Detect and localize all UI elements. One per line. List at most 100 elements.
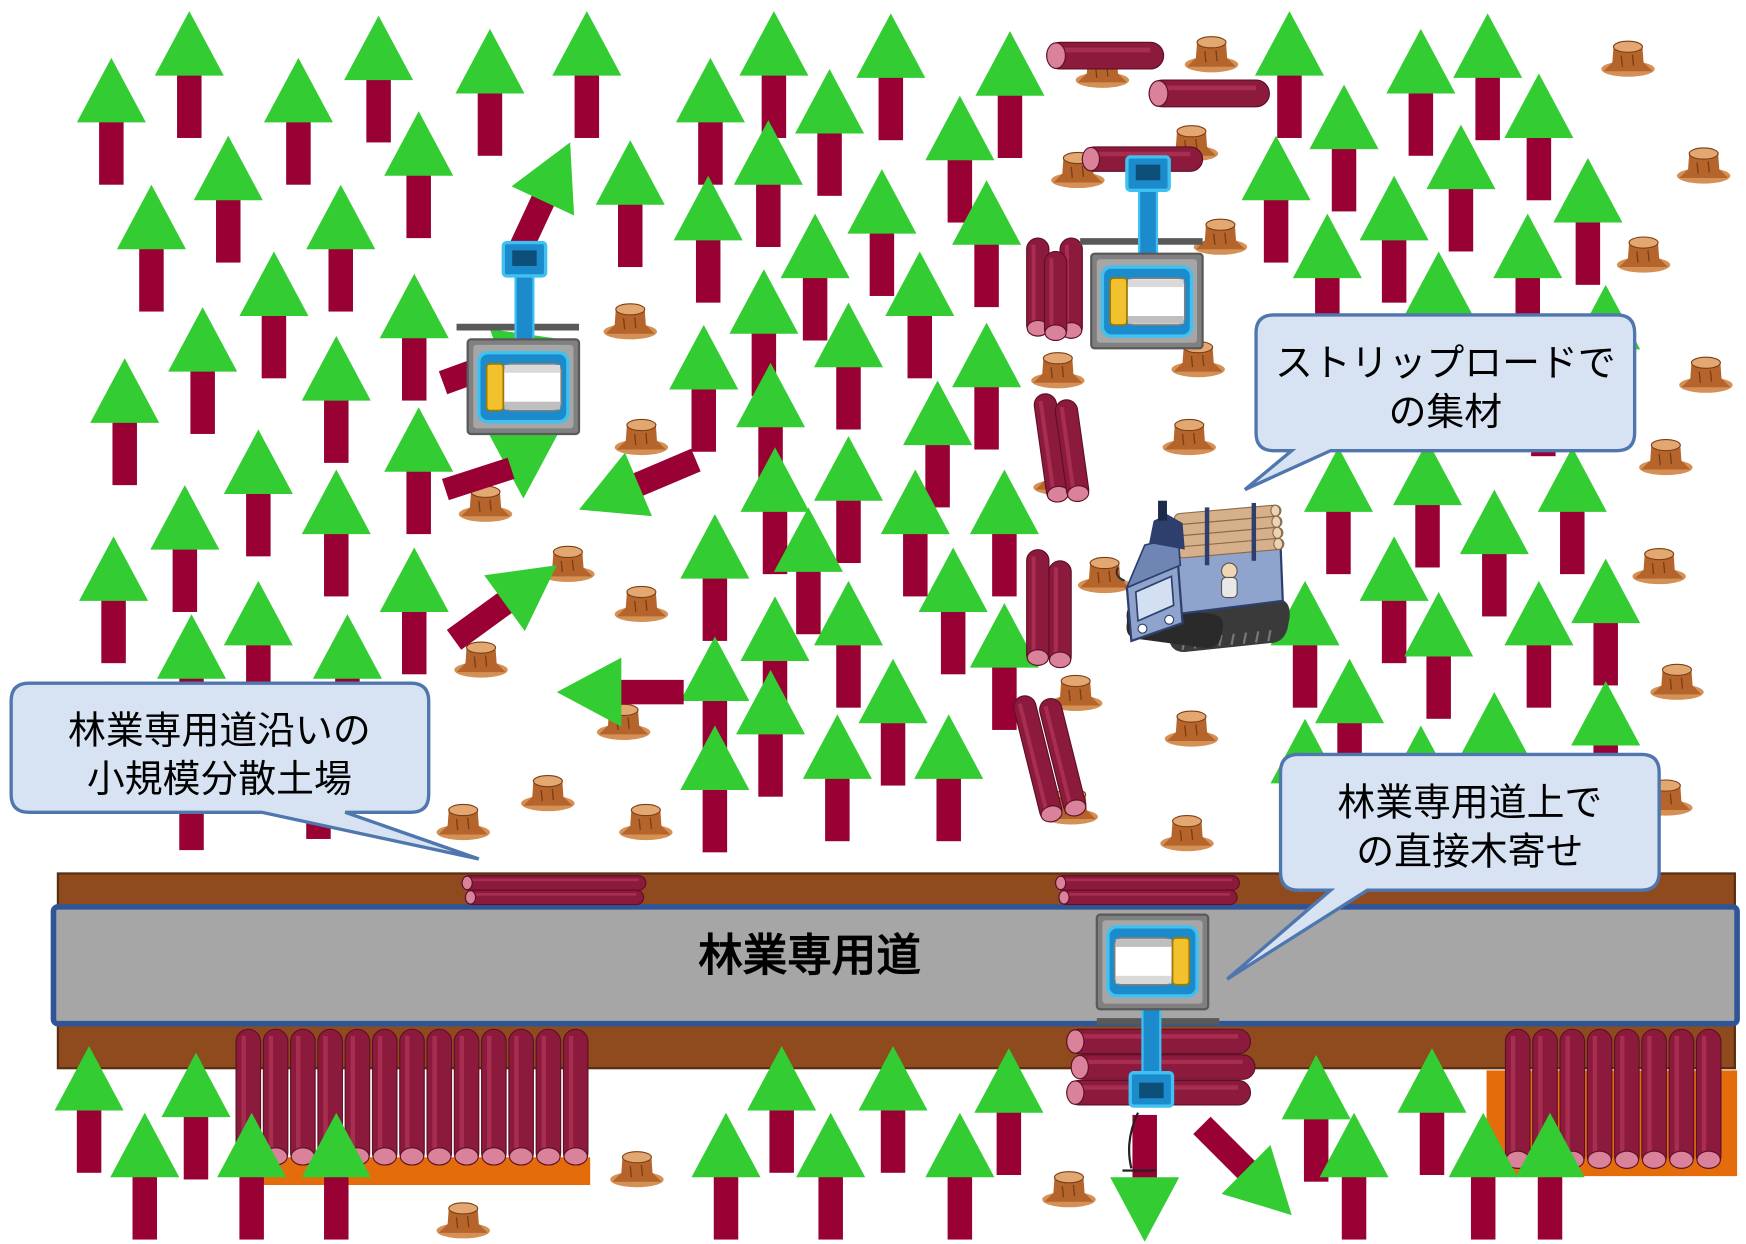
- stump-cut-face: [1042, 352, 1073, 365]
- tree-trunk: [907, 311, 933, 379]
- log-body: [464, 889, 645, 906]
- track-tread: [1267, 629, 1272, 642]
- tree-crown: [729, 269, 799, 334]
- log-end: [464, 890, 477, 905]
- forwarder-headlight: [1137, 623, 1148, 634]
- tree-crown: [239, 251, 309, 317]
- tree-crown: [736, 362, 806, 428]
- log: [1668, 1028, 1695, 1169]
- tree-crown: [1515, 1112, 1585, 1178]
- callout-line-2: 小規模分散土場: [87, 757, 352, 801]
- tree-trunk: [758, 729, 783, 797]
- tree: [856, 13, 926, 141]
- tree-crown: [903, 380, 973, 446]
- stump-cut-face: [532, 774, 563, 788]
- forwarder-windshield: [1134, 575, 1175, 623]
- tree: [455, 28, 525, 156]
- tree: [1270, 580, 1340, 708]
- tree-crown: [344, 15, 414, 81]
- tree: [691, 1112, 761, 1240]
- stump-bark: [1636, 250, 1650, 263]
- tree-trunk: [1560, 507, 1585, 575]
- stump-body: [1173, 347, 1223, 372]
- tree-trunk: [817, 129, 842, 196]
- tree-crown: [813, 302, 884, 368]
- tree: [974, 1048, 1044, 1176]
- log-highlight: [1647, 1035, 1652, 1158]
- tree: [1504, 73, 1574, 201]
- tree-crown: [154, 11, 224, 76]
- stump: [1601, 40, 1655, 77]
- log-end: [1148, 80, 1169, 107]
- tree: [1254, 11, 1324, 138]
- stump-cut-face: [626, 585, 657, 599]
- stump: [614, 585, 669, 622]
- tree-crown: [952, 180, 1022, 245]
- log-end: [1070, 1054, 1089, 1080]
- log: [290, 1028, 316, 1166]
- stump-bark: [1658, 452, 1673, 466]
- tree-crown: [918, 547, 988, 612]
- stump-bark: [629, 1164, 644, 1178]
- stump-body: [1619, 242, 1669, 268]
- tree-crown: [1315, 658, 1385, 724]
- stump-body: [1044, 1177, 1094, 1202]
- tree: [1515, 1112, 1585, 1240]
- tree: [952, 322, 1022, 450]
- tree-crown: [301, 469, 371, 535]
- log-bunch: [1013, 695, 1087, 823]
- stump-bark: [638, 817, 653, 831]
- log: [1026, 549, 1050, 666]
- stump-body: [523, 781, 573, 806]
- tree-crown: [193, 135, 263, 201]
- callout-bubble: [9, 681, 480, 861]
- stump-cut-face: [630, 803, 661, 817]
- tree-trunk: [177, 71, 202, 138]
- tree-crown: [1459, 692, 1529, 757]
- stump-body: [438, 1208, 488, 1233]
- tree-trunk: [1448, 184, 1474, 252]
- tree: [217, 1112, 287, 1240]
- tree-crown: [1221, 1145, 1292, 1216]
- tree: [952, 180, 1022, 308]
- operator-body: [1220, 576, 1238, 599]
- tree-trunk: [903, 529, 928, 597]
- log: [562, 1028, 589, 1166]
- stump: [1160, 815, 1214, 852]
- tree-crown: [914, 714, 984, 779]
- excavator-cab: [1109, 277, 1128, 326]
- tree-crown: [802, 714, 872, 779]
- log-highlight: [323, 1035, 328, 1154]
- tree-crown: [488, 433, 558, 499]
- stump-body: [1051, 680, 1101, 706]
- stump-body: [1679, 153, 1729, 179]
- tree-crown: [1254, 11, 1324, 76]
- tree-trunk: [695, 235, 721, 303]
- tree: [161, 1052, 231, 1180]
- tree-crown: [312, 614, 382, 679]
- tree-crown: [579, 452, 652, 517]
- tree: [736, 669, 806, 797]
- tree-trunk: [1326, 507, 1351, 575]
- tree: [802, 714, 872, 842]
- tree-crown: [1319, 1112, 1389, 1178]
- tree-trunk: [1593, 618, 1618, 686]
- log-body: [1695, 1028, 1722, 1169]
- stump-cut-face: [1205, 218, 1236, 231]
- log-end: [1048, 651, 1072, 669]
- tree-crown: [669, 324, 739, 390]
- stump-body: [621, 810, 671, 835]
- log-body: [1586, 1028, 1613, 1169]
- log-body: [535, 1028, 562, 1166]
- track-tread: [1230, 633, 1235, 646]
- log-end: [454, 1147, 479, 1166]
- tree-crown: [796, 1112, 866, 1178]
- stump-bark: [473, 655, 488, 668]
- tree: [1319, 1112, 1389, 1240]
- tree-trunk: [997, 91, 1023, 159]
- log: [464, 889, 645, 906]
- log-highlight: [1031, 556, 1036, 655]
- road-surface: [50, 904, 1740, 1027]
- grapple-hook: [1122, 1169, 1156, 1172]
- tree-crown: [217, 1112, 287, 1178]
